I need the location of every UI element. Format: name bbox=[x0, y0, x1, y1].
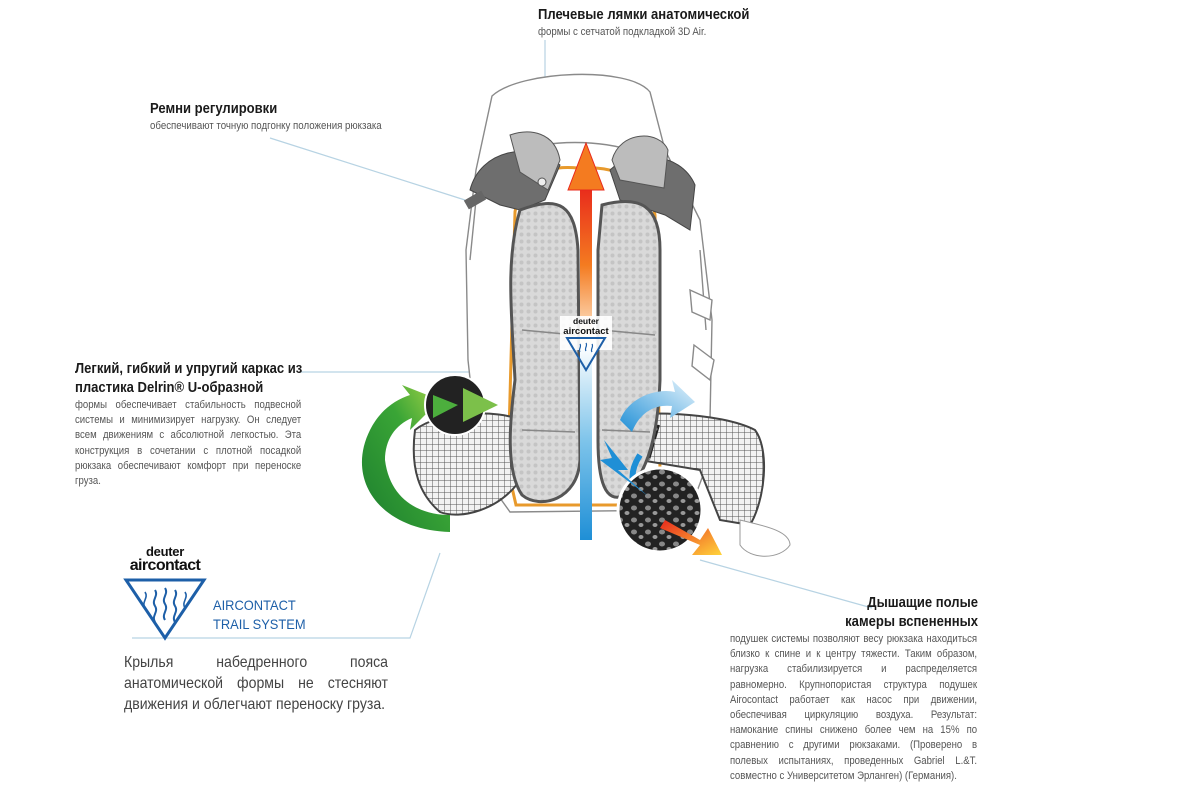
callout-title-line1: Легкий, гибкий и упругий каркас из bbox=[75, 361, 303, 377]
warm-air-arrow bbox=[567, 141, 605, 345]
brand-line1: deuter bbox=[146, 544, 184, 559]
callout-subtitle: обеспечивают точную подгонку положения р… bbox=[150, 120, 382, 132]
callout-line-straps bbox=[269, 137, 466, 201]
system-name-line1: AIRCONTACT bbox=[213, 597, 296, 613]
callout-adjustment-straps: Ремни регулировки обеспечивают точную по… bbox=[150, 100, 413, 133]
center-badge-line2: aircontact bbox=[563, 326, 609, 337]
center-badge-icon bbox=[560, 316, 612, 372]
callout-text: формы обеспечивает стабильность подвесно… bbox=[75, 399, 302, 488]
callout-line-hollow bbox=[699, 559, 873, 609]
callout-title: Ремни регулировки bbox=[150, 101, 278, 117]
hipfin-note: Крылья набедренного пояса анатомической … bbox=[124, 654, 388, 713]
aircontact-logo-icon bbox=[123, 578, 207, 641]
callout-hollow-chambers: Дышащие полые камеры вспененных подушек … bbox=[730, 594, 980, 784]
callout-text: подушек системы позволяют весу рюкзака н… bbox=[730, 633, 978, 782]
callout-shoulder-straps: Плечевые лямки анатомической формы с сет… bbox=[538, 6, 773, 39]
center-badge-line1: deuter bbox=[573, 316, 600, 326]
callout-subtitle: формы с сетчатой подкладкой 3D Air. bbox=[538, 26, 707, 38]
callout-title-line1: Дышащие полые bbox=[867, 595, 978, 611]
callout-title-line2: пластика Delrin® U-образной bbox=[75, 380, 264, 396]
foam-cell-magnifier bbox=[600, 440, 722, 555]
blue-airflow-arc bbox=[620, 380, 695, 432]
green-airflow-arrows bbox=[361, 374, 498, 532]
callout-title-line2: камеры вспененных bbox=[845, 614, 978, 630]
brand-line2: aircontact bbox=[129, 557, 201, 574]
brand-logo: deuter aircontact bbox=[120, 545, 210, 574]
system-name: AIRCONTACT TRAIL SYSTEM bbox=[213, 596, 306, 634]
cool-air-arrow bbox=[580, 345, 592, 540]
callout-line-hipfin bbox=[132, 552, 441, 639]
callout-frame: Легкий, гибкий и упругий каркас из пласт… bbox=[75, 360, 305, 489]
system-name-line2: TRAIL SYSTEM bbox=[213, 616, 306, 632]
shoulder-pads bbox=[508, 200, 662, 504]
shoulder-straps-top bbox=[463, 131, 696, 231]
callout-title: Плечевые лямки анатомической bbox=[538, 7, 750, 23]
callout-lines bbox=[132, 40, 873, 639]
